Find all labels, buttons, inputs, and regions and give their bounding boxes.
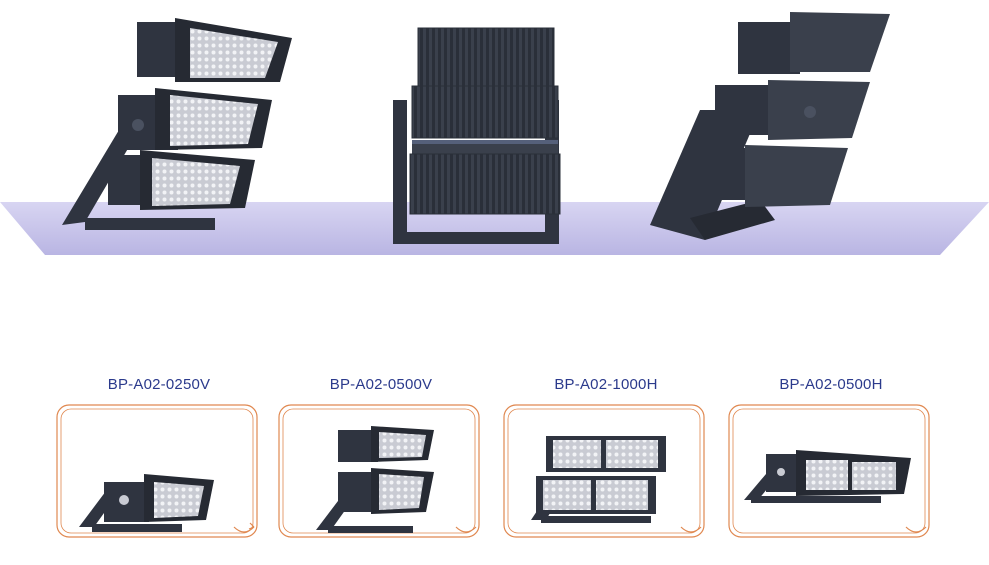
- arrow-icon: [233, 526, 255, 533]
- arrow-icon: [905, 526, 927, 533]
- floodlight-double-stacked-icon: [316, 426, 434, 533]
- product-frame: [726, 402, 936, 552]
- floodlight-quad-icon: [531, 436, 666, 523]
- product-card-0500h[interactable]: BP-A02-0500H: [726, 370, 936, 560]
- product-list: BP-A02-0250V BP-A02-0500V: [0, 370, 989, 565]
- product-frame: [276, 402, 486, 552]
- arrow-icon: [680, 526, 702, 533]
- hero-illustration: [0, 12, 989, 255]
- product-card-0500v[interactable]: BP-A02-0500V: [276, 370, 486, 560]
- product-label: BP-A02-0250V: [107, 376, 211, 393]
- product-label: BP-A02-0500V: [329, 376, 433, 393]
- product-card-0250v[interactable]: BP-A02-0250V: [54, 370, 264, 560]
- floodlight-triple-side-icon: [650, 12, 890, 240]
- product-card-1000h[interactable]: BP-A02-1000H: [501, 370, 711, 560]
- product-label: BP-A02-0500H: [779, 376, 883, 393]
- floodlight-single-icon: [79, 474, 214, 532]
- arrow-icon: [455, 526, 477, 533]
- hero-banner: [0, 0, 989, 265]
- floodlight-triple-rear-icon: [393, 27, 561, 244]
- product-frame: [54, 402, 264, 552]
- product-frame: [501, 402, 711, 552]
- floodlight-triple-angled-icon: [62, 18, 292, 230]
- product-label: BP-A02-1000H: [554, 376, 658, 393]
- floodlight-double-wide-icon: [744, 450, 911, 503]
